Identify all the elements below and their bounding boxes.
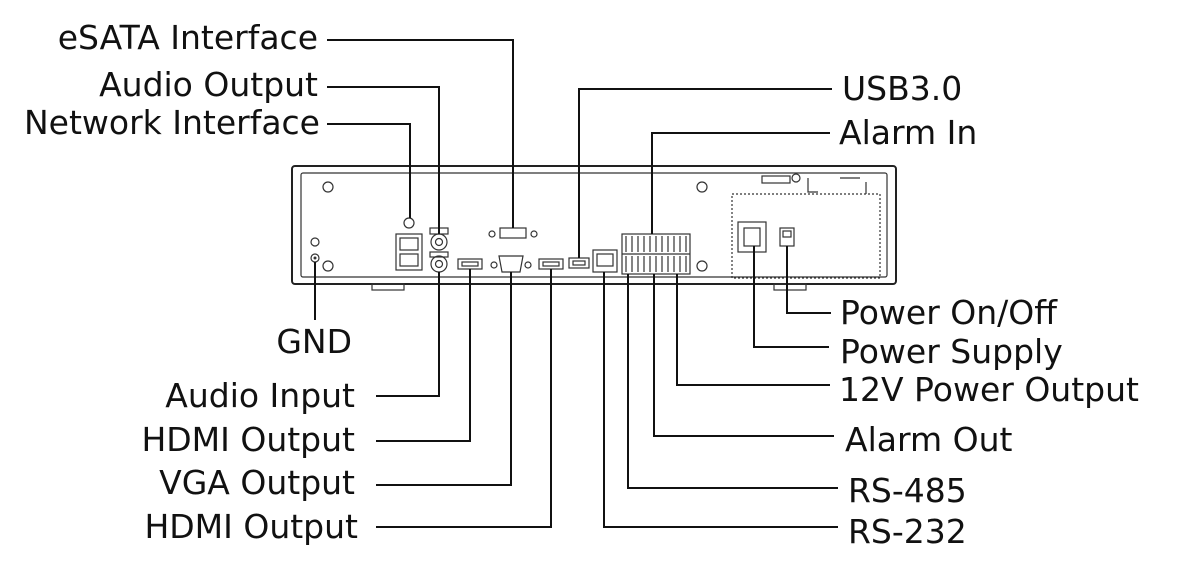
leader-network xyxy=(327,123,411,218)
leader-audio-input xyxy=(376,272,440,397)
hdmi-port-1 xyxy=(457,258,483,270)
label-audio-input: Audio Input xyxy=(165,376,355,415)
terminal-block xyxy=(621,233,691,275)
leader-audio-output xyxy=(327,86,440,234)
label-rs485: RS-485 xyxy=(848,471,967,510)
label-alarm-in: Alarm In xyxy=(839,113,977,152)
leader-lines-left xyxy=(314,39,552,528)
label-hdmi-output-2: HDMI Output xyxy=(144,507,358,546)
labels-left: eSATA Interface Audio Output Network Int… xyxy=(24,18,358,546)
label-power-supply: Power Supply xyxy=(840,332,1063,371)
leader-lines-right xyxy=(578,88,838,528)
audio-jacks xyxy=(429,227,449,273)
label-usb3: USB3.0 xyxy=(842,69,962,108)
label-rs232: RS-232 xyxy=(848,512,967,551)
leader-power-supply xyxy=(753,246,829,348)
hdmi-port-2 xyxy=(538,258,564,270)
leader-power-switch xyxy=(786,246,831,314)
label-audio-output: Audio Output xyxy=(99,65,318,104)
leader-rs485 xyxy=(627,274,838,489)
leader-esata xyxy=(327,39,514,228)
leader-alarm-in xyxy=(651,132,830,234)
leader-usb3 xyxy=(578,88,832,258)
leader-hdmi-output-1 xyxy=(376,269,471,442)
rs232-port xyxy=(592,249,618,273)
esata-port xyxy=(488,227,538,239)
leader-alarm-out xyxy=(653,274,834,437)
leader-rs232 xyxy=(603,272,838,528)
label-hdmi-output-1: HDMI Output xyxy=(141,420,355,459)
label-12v-power-output: 12V Power Output xyxy=(839,370,1139,409)
labels-right: USB3.0 Alarm In Power On/Off Power Suppl… xyxy=(839,69,1139,551)
label-power-on-off: Power On/Off xyxy=(840,293,1058,332)
vga-port xyxy=(490,255,532,273)
gnd-terminal xyxy=(310,237,320,263)
leader-hdmi-output-2 xyxy=(376,269,552,528)
label-alarm-out: Alarm Out xyxy=(845,420,1012,459)
label-gnd: GND xyxy=(276,322,352,361)
power-section xyxy=(731,193,881,279)
label-network-interface: Network Interface xyxy=(24,103,320,142)
label-vga-output: VGA Output xyxy=(159,463,355,502)
device-rear-panel xyxy=(291,165,897,291)
usb3-port xyxy=(568,257,590,269)
label-esata: eSATA Interface xyxy=(58,18,318,57)
leader-12v-output xyxy=(676,274,830,386)
network-interface-ports xyxy=(395,217,423,271)
leader-vga-output xyxy=(376,272,512,486)
